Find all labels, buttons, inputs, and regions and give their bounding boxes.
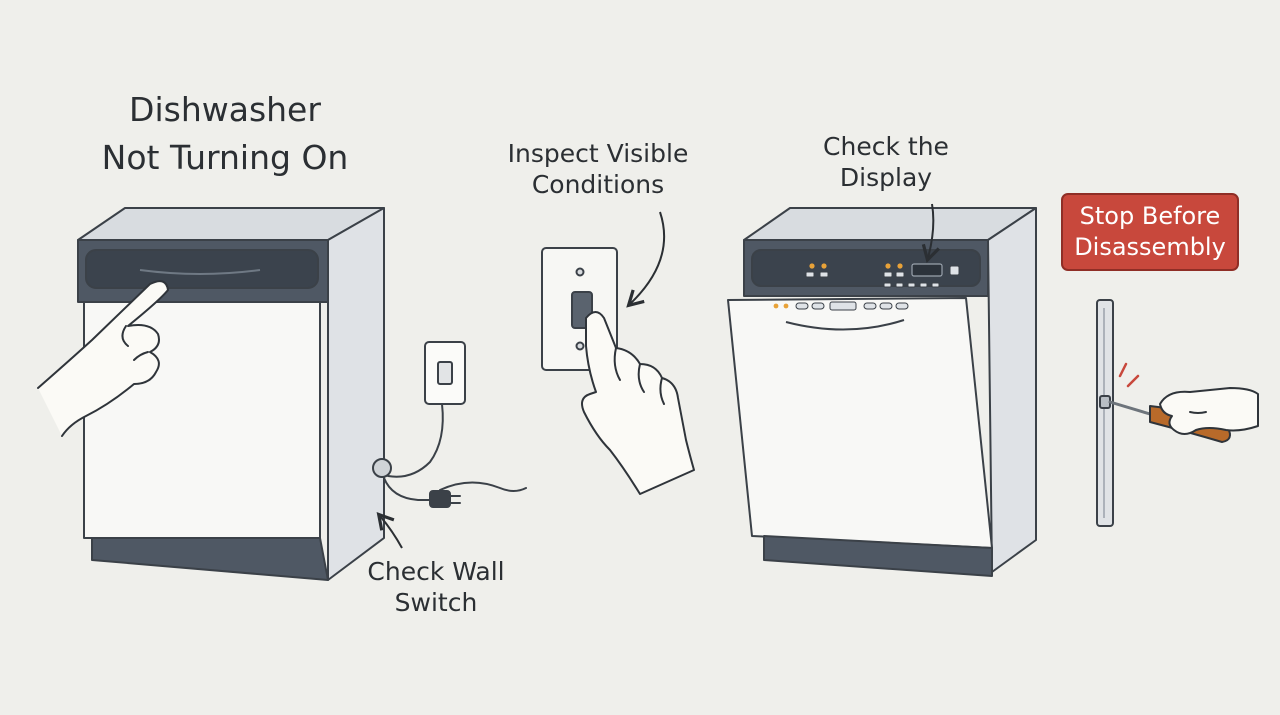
display-label: Check the Display: [823, 131, 949, 194]
dishwasher-open-kickplate: [763, 535, 993, 577]
panel-indicators: [773, 263, 903, 309]
wall-switch-toggle: [437, 361, 453, 385]
dishwasher-open: [727, 207, 1037, 577]
panel-edge: [1096, 299, 1114, 527]
dishwasher-closed: [77, 207, 385, 581]
stop-warning-badge: Stop Before Disassembly: [1061, 193, 1239, 271]
stop-warning-line-1: Stop Before: [1079, 201, 1221, 230]
dishwasher-open-door: [727, 297, 993, 549]
inspect-label-line-1: Inspect Visible: [507, 139, 689, 168]
dishwasher-open-side: [987, 207, 1037, 573]
dishwasher-side: [327, 207, 385, 581]
panel-edge-with-screw: [1096, 299, 1114, 527]
wall-switch-arrow: [376, 512, 403, 549]
display-label-line-1: Check the: [823, 132, 949, 161]
stop-warning-line-2: Disassembly: [1074, 233, 1226, 261]
diagram-title: Dishwasher Not Turning On: [102, 86, 349, 182]
display-arrow: [921, 203, 940, 264]
hand-flipping-switch: [581, 311, 695, 495]
wall-outlet-and-cord: [372, 341, 527, 508]
inspect-arrow: [626, 211, 666, 308]
dishwasher-handle-recess: [85, 249, 319, 289]
wall-switch-label-line-2: Switch: [394, 588, 478, 618]
hand-with-screwdriver: [1108, 387, 1259, 443]
wall-switch-label: Check Wall Switch: [367, 556, 504, 619]
dishwasher-kickplate: [91, 537, 329, 581]
title-line-2: Not Turning On: [101, 137, 349, 177]
inspect-label-line-2: Conditions: [531, 170, 665, 200]
wall-switch-label-line-1: Check Wall: [367, 557, 505, 586]
digital-display: [911, 263, 943, 277]
display-label-line-2: Display: [839, 163, 933, 193]
inspect-label: Inspect Visible Conditions: [508, 138, 689, 201]
power-plug: [429, 490, 451, 508]
hand-pressing-panel: [37, 280, 169, 437]
panel-buttons: [795, 271, 940, 311]
screwdriver-shaft: [1108, 400, 1152, 416]
caution-marks: [1118, 362, 1140, 388]
dishwasher-open-top: [743, 207, 1037, 241]
title-line-1: Dishwasher: [129, 90, 321, 129]
